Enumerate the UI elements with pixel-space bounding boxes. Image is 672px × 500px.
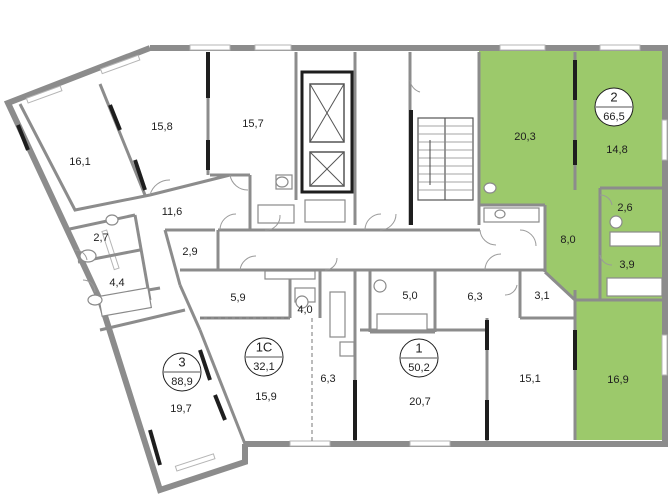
room-area-label: 15,1 xyxy=(519,373,540,385)
apartment-area: 32,1 xyxy=(253,361,274,373)
apartment-number: 1 xyxy=(415,340,422,355)
room-area-label: 2,9 xyxy=(182,246,197,258)
room-area-label: 5,9 xyxy=(230,292,245,304)
room-area-label: 2,6 xyxy=(617,202,632,214)
room-area-label: 15,9 xyxy=(255,391,276,403)
room-area-label: 20,3 xyxy=(514,131,535,143)
room-area-label: 15,7 xyxy=(242,118,263,130)
apartment-badge-1[interactable]: 1 50,2 xyxy=(399,338,439,378)
room-area-label: 4,4 xyxy=(109,277,124,289)
room-area-label: 14,8 xyxy=(606,144,627,156)
room-area-label: 16,1 xyxy=(69,156,90,168)
room-area-label: 3,9 xyxy=(619,259,634,271)
room-area-label: 16,9 xyxy=(607,374,628,386)
apartment-area: 88,9 xyxy=(171,376,192,388)
bathroom-fixtures xyxy=(79,174,663,357)
staircase xyxy=(417,117,474,201)
windows xyxy=(25,44,668,472)
door-swings xyxy=(74,79,613,296)
room-area-label: 15,8 xyxy=(151,121,172,133)
apartment-number: 2 xyxy=(610,89,617,104)
apartment-2-highlight[interactable] xyxy=(479,48,665,440)
apartment-badge-2[interactable]: 2 66,5 xyxy=(594,87,634,127)
elevator-core xyxy=(300,70,354,194)
room-labels: 16,1 15,8 15,7 20,3 14,8 11,6 2,7 2,9 4,… xyxy=(69,118,634,415)
room-area-label: 2,7 xyxy=(93,232,108,244)
room-area-label: 4,0 xyxy=(297,304,312,316)
apartment-area: 66,5 xyxy=(603,111,624,123)
room-area-label: 20,7 xyxy=(409,396,430,408)
room-area-label: 8,0 xyxy=(560,234,575,246)
apartment-area: 50,2 xyxy=(408,362,429,374)
room-area-label: 6,3 xyxy=(467,291,482,303)
apartment-number: 3 xyxy=(178,354,185,369)
dashed-divider xyxy=(200,317,313,444)
structural-partitions xyxy=(16,52,577,466)
apartment-badge-3[interactable]: 3 88,9 xyxy=(162,352,202,392)
room-area-label: 5,0 xyxy=(402,290,417,302)
apartment-badge-1c[interactable]: 1С 32,1 xyxy=(244,337,284,377)
apartment-number: 1С xyxy=(256,339,273,354)
room-area-label: 3,1 xyxy=(534,290,549,302)
room-area-label: 19,7 xyxy=(170,403,191,415)
room-area-label: 11,6 xyxy=(162,206,183,218)
room-area-label: 6,3 xyxy=(320,373,335,385)
